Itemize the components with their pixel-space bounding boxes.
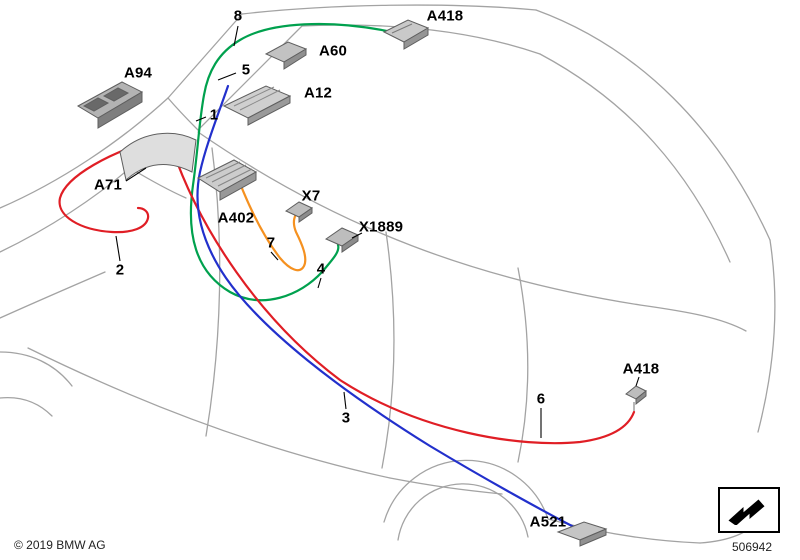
instrument-cluster-shape (119, 132, 197, 181)
connector-a94-shape (76, 81, 144, 129)
repair-cable-symbol-box (718, 487, 780, 533)
leader-callout-3 (343, 391, 347, 410)
leader-callout-4 (317, 277, 322, 289)
wire-red-front (58, 136, 162, 234)
wire-orange (230, 160, 307, 272)
label-a521: A521 (529, 513, 567, 531)
leader-label-a418-rear (635, 376, 640, 387)
callout-2: 2 (115, 261, 125, 279)
wires (58, 22, 636, 538)
label-a418-top: A418 (426, 7, 464, 25)
label-a402: A402 (217, 209, 255, 227)
label-a94: A94 (123, 64, 153, 82)
callout-1: 1 (209, 106, 219, 124)
car-outline (0, 4, 776, 544)
callout-7: 7 (266, 234, 276, 252)
connector-a418-rear-shape (625, 385, 647, 411)
label-a71: A71 (93, 176, 123, 194)
leader-callout-1 (195, 116, 207, 122)
label-x1889: X1889 (358, 218, 404, 236)
repair-cable-icon (728, 499, 765, 525)
callout-4: 4 (316, 260, 326, 278)
connector-a60-shape (264, 41, 308, 70)
connector-a418-top-shape (382, 19, 430, 50)
connector-a402-shape (196, 159, 258, 201)
leader-label-x1889 (351, 232, 363, 239)
leader-callout-5 (217, 72, 237, 81)
leader-callout-2 (115, 235, 121, 262)
connector-a12-shape (222, 85, 292, 126)
leader-callout-7 (270, 251, 279, 261)
wire-green (189, 22, 394, 302)
callout-3: 3 (341, 409, 351, 427)
label-x7: X7 (301, 187, 321, 205)
label-a12: A12 (303, 84, 333, 102)
connector-x7-shape (284, 201, 314, 223)
leader-callout-8 (233, 25, 239, 47)
label-a418-rear: A418 (622, 360, 660, 378)
copyright-text: © 2019 BMW AG (14, 538, 106, 552)
wire-red-rear (170, 146, 636, 445)
wire-blue (196, 84, 598, 538)
leader-label-a71 (125, 167, 147, 182)
connector-x1889-shape (324, 227, 360, 253)
label-a60: A60 (318, 42, 348, 60)
connector-a521-shape (556, 521, 608, 547)
callout-8: 8 (233, 7, 243, 25)
callout-5: 5 (241, 61, 251, 79)
callout-6: 6 (536, 390, 546, 408)
leader-lines (115, 25, 640, 438)
connectors (76, 19, 647, 547)
part-number: 506942 (731, 540, 773, 554)
